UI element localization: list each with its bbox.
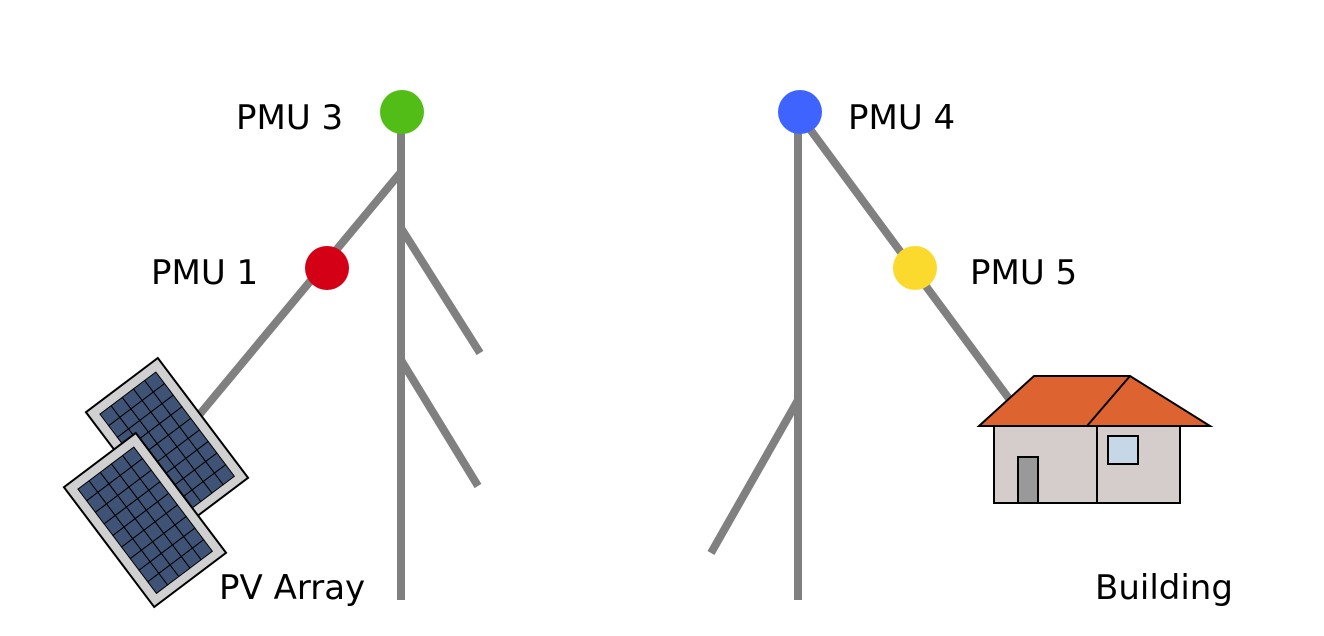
left-lateral-upper	[397, 225, 484, 356]
left-lateral-lower	[397, 357, 482, 489]
house-icon	[976, 375, 1214, 504]
building-label: Building	[1095, 568, 1233, 608]
pmu3-node	[380, 90, 424, 134]
pmu3-label: PMU 3	[236, 98, 343, 138]
house-roof-ridge	[1086, 375, 1131, 427]
pv-array-label: PV Array	[219, 568, 365, 608]
pmu1-node	[305, 246, 349, 290]
pmu1-label: PMU 1	[151, 253, 258, 293]
solar-panel-back	[84, 356, 250, 534]
right-lateral	[707, 398, 802, 555]
left-branch-to-pv	[166, 169, 405, 453]
house-window	[1107, 435, 1139, 465]
pmu4-node	[778, 90, 822, 134]
pmu5-label: PMU 5	[970, 253, 1077, 293]
pmu5-node	[893, 246, 937, 290]
solar-panel-icon	[62, 356, 250, 609]
left-feeder	[166, 113, 484, 600]
house-door	[1017, 456, 1039, 504]
right-feeder	[707, 110, 1014, 600]
solar-panel-front	[62, 431, 228, 609]
pmu4-label: PMU 4	[848, 98, 955, 138]
